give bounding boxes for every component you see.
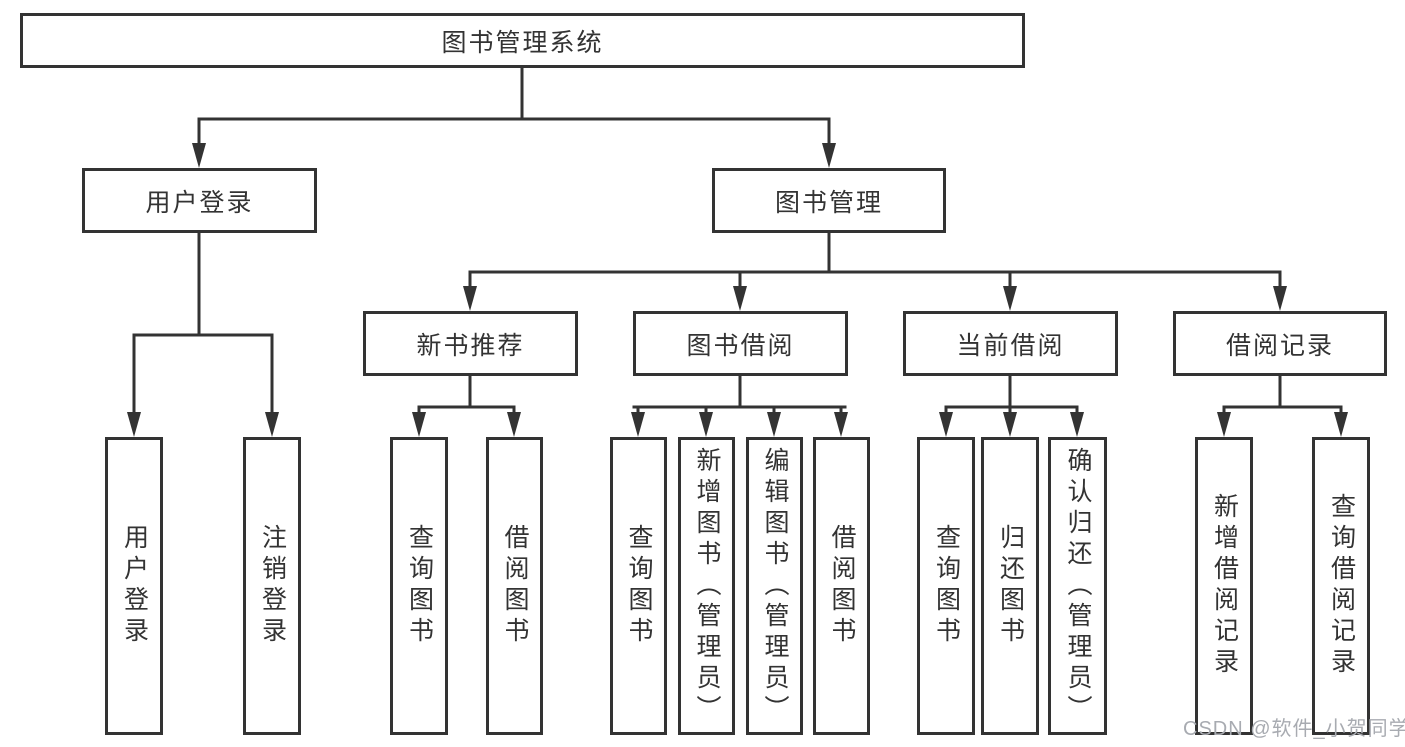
node-current-borrowing: 当前借阅 — [903, 311, 1118, 376]
arrowhead-down-icon — [1003, 412, 1017, 437]
leaf-logout: 注销登录 — [243, 437, 301, 735]
arrowhead-down-icon — [733, 286, 747, 311]
arrowhead-down-icon — [767, 412, 781, 437]
node-root-title: 图书管理系统 — [20, 13, 1025, 68]
arrowhead-down-icon — [507, 412, 521, 437]
arrowhead-down-icon — [1003, 286, 1017, 311]
connector-root-to-level2 — [197, 66, 831, 152]
arrowhead-down-icon — [412, 412, 426, 437]
connector-arrows-layer — [127, 143, 1348, 437]
arrowhead-down-icon — [192, 143, 206, 168]
arrowhead-down-icon — [1217, 412, 1231, 437]
connector-bookmgmt-to-level3 — [468, 231, 1282, 295]
leaf-edit-books-admin: 编辑图书（管理员） — [746, 437, 803, 735]
connector-newbookrec-to-leaves — [417, 374, 516, 421]
connector-borrowrecords-to-leaves — [1222, 374, 1343, 421]
leaf-borrow-books-1: 借阅图书 — [486, 437, 543, 735]
leaf-add-books-admin: 新增图书（管理员） — [678, 437, 735, 735]
arrowhead-down-icon — [699, 412, 713, 437]
connector-bookborrow-to-leaves — [632, 374, 847, 421]
arrowhead-down-icon — [1070, 412, 1084, 437]
leaf-query-books-2: 查询图书 — [610, 437, 667, 735]
leaf-add-borrow-record: 新增借阅记录 — [1195, 437, 1253, 735]
leaf-query-books-1: 查询图书 — [390, 437, 448, 735]
arrowhead-down-icon — [834, 412, 848, 437]
arrowhead-down-icon — [127, 412, 141, 437]
leaf-return-books: 归还图书 — [981, 437, 1039, 735]
leaf-borrow-books-2: 借阅图书 — [813, 437, 870, 735]
arrowhead-down-icon — [1273, 286, 1287, 311]
leaf-query-books-3: 查询图书 — [917, 437, 975, 735]
csdn-watermark: CSDN @软件_小贺同学 — [1183, 718, 1405, 740]
node-book-management: 图书管理 — [712, 168, 946, 233]
node-user-login: 用户登录 — [82, 168, 317, 233]
arrowhead-down-icon — [939, 412, 953, 437]
connector-paths — [132, 66, 1343, 421]
arrowhead-down-icon — [822, 143, 836, 168]
arrowhead-down-icon — [463, 286, 477, 311]
node-book-borrowing: 图书借阅 — [633, 311, 848, 376]
connector-userlogin-to-leaves — [132, 231, 274, 421]
leaf-query-borrow-record: 查询借阅记录 — [1312, 437, 1370, 735]
node-borrowing-records: 借阅记录 — [1173, 311, 1387, 376]
arrowhead-down-icon — [1334, 412, 1348, 437]
leaf-confirm-return-admin: 确认归还（管理员） — [1048, 437, 1107, 735]
node-new-book-recommend: 新书推荐 — [363, 311, 578, 376]
arrowhead-down-icon — [631, 412, 645, 437]
arrowhead-down-icon — [265, 412, 279, 437]
leaf-user-login: 用户登录 — [105, 437, 163, 735]
